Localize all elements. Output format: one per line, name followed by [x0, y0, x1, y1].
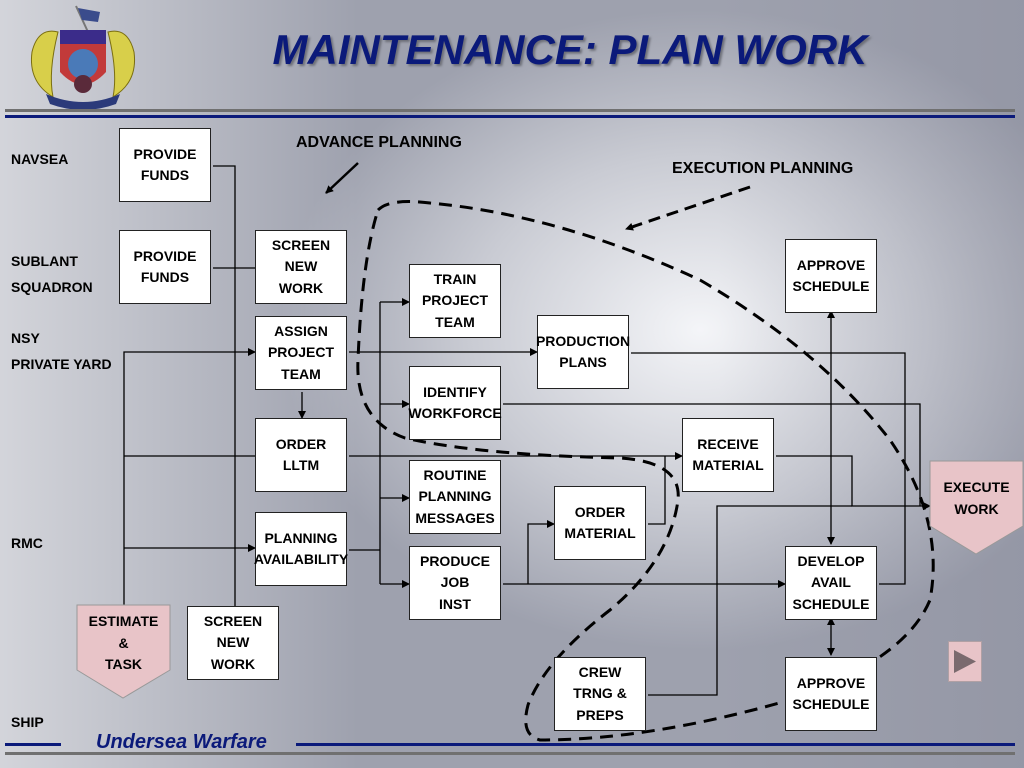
box-estimate-task[interactable]: ESTIMATE&TASK: [88, 613, 159, 672]
page-title: MAINTENANCE: PLAN WORK: [272, 26, 868, 73]
org-navsea: NAVSEA: [11, 151, 69, 167]
footer-text: Undersea Warfare: [96, 731, 267, 753]
footer-rule-right: [296, 743, 1015, 746]
next-slide-button[interactable]: [948, 641, 982, 682]
advance-planning-arrow: [325, 162, 359, 194]
header-rule-navy: [5, 115, 1015, 118]
logo-emblem: [30, 5, 136, 110]
footer-rule-gray: [5, 752, 1015, 755]
execution-planning-label: EXECUTION PLANNING: [672, 160, 854, 177]
execution-planning-boundary: [356, 200, 935, 742]
execution-planning-arrow: [625, 185, 751, 231]
org-rmc: RMC: [11, 535, 43, 551]
advance-planning-label: ADVANCE PLANNING: [296, 134, 462, 151]
play-triangle-icon: [954, 650, 976, 673]
org-ship: SHIP: [11, 714, 44, 730]
execute-work-shape: [929, 460, 1024, 555]
header-rule-gray: [5, 109, 1015, 112]
footer-rule-left: [5, 743, 61, 746]
estimate-task-shape: [76, 604, 171, 699]
